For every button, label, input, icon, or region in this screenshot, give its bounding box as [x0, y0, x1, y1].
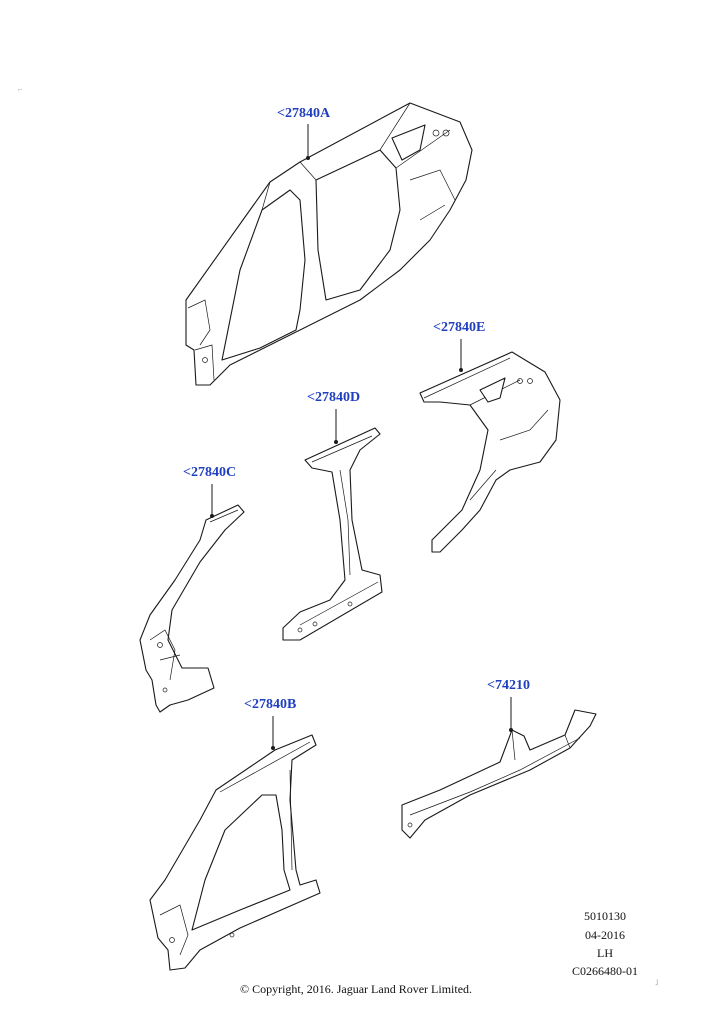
callout-27840d[interactable]: <27840D [307, 390, 361, 405]
corner-mark-top-left: ⌐ [18, 85, 23, 94]
part-74210-sill-panel[interactable] [401, 709, 597, 839]
part-27840d-b-pillar[interactable] [282, 427, 383, 641]
callout-27840e[interactable]: <27840E [433, 320, 486, 335]
part-27840b-front-side[interactable] [149, 734, 321, 971]
callout-27840b[interactable]: <27840B [244, 697, 297, 712]
info-side: LH [597, 946, 613, 960]
info-date: 04-2016 [585, 928, 625, 942]
callout-27840a[interactable]: <27840A [277, 106, 331, 121]
corner-mark-bottom-right: ˩ [655, 978, 659, 987]
callout-27840c[interactable]: <27840C [183, 465, 237, 480]
info-code: 5010130 [584, 909, 626, 923]
callout-74210[interactable]: <74210 [487, 678, 530, 693]
info-image-ref: C0266480-01 [572, 964, 638, 978]
part-27840c-a-pillar[interactable] [139, 504, 245, 713]
leader-lines [210, 124, 513, 750]
part-27840a-body-side-assembly[interactable] [185, 102, 473, 386]
copyright-text: © Copyright, 2016. Jaguar Land Rover Lim… [239, 982, 473, 996]
part-27840e-rear-quarter[interactable] [419, 351, 561, 553]
